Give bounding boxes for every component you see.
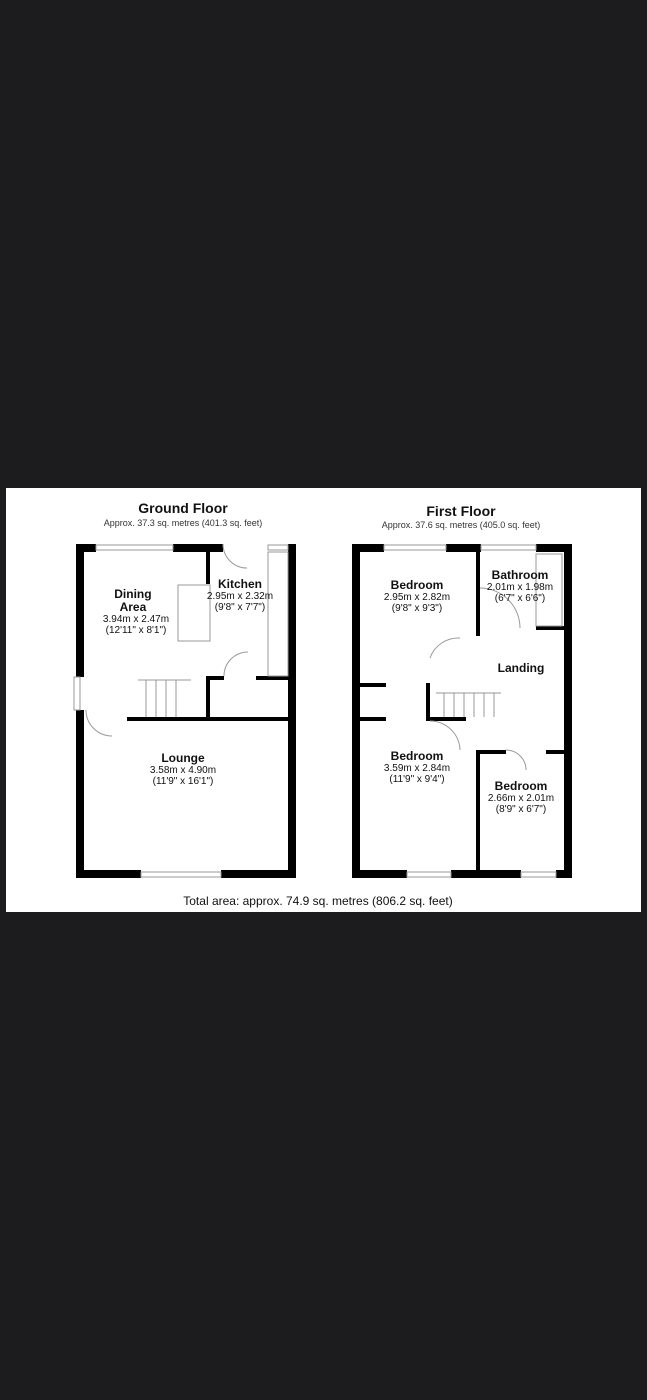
room-landing: Landing (497, 661, 545, 675)
first-floor-fixtures (383, 544, 563, 878)
first-floor-area: Approx. 37.6 sq. metres (405.0 sq. feet) (381, 520, 541, 530)
total-area: Total area: approx. 74.9 sq. metres (806… (183, 894, 453, 908)
first-floor-title: First Floor (426, 503, 496, 519)
floor-plan-drawing (73, 543, 572, 878)
floor-plan: Ground Floor Approx. 37.3 sq. metres (40… (6, 488, 641, 912)
ground-floor-title: Ground Floor (138, 500, 228, 516)
ground-floor-walls (76, 544, 296, 878)
first-floor-walls (352, 544, 572, 878)
ground-floor-area: Approx. 37.3 sq. metres (401.3 sq. feet) (103, 518, 263, 528)
ground-floor-fixtures (73, 543, 289, 878)
